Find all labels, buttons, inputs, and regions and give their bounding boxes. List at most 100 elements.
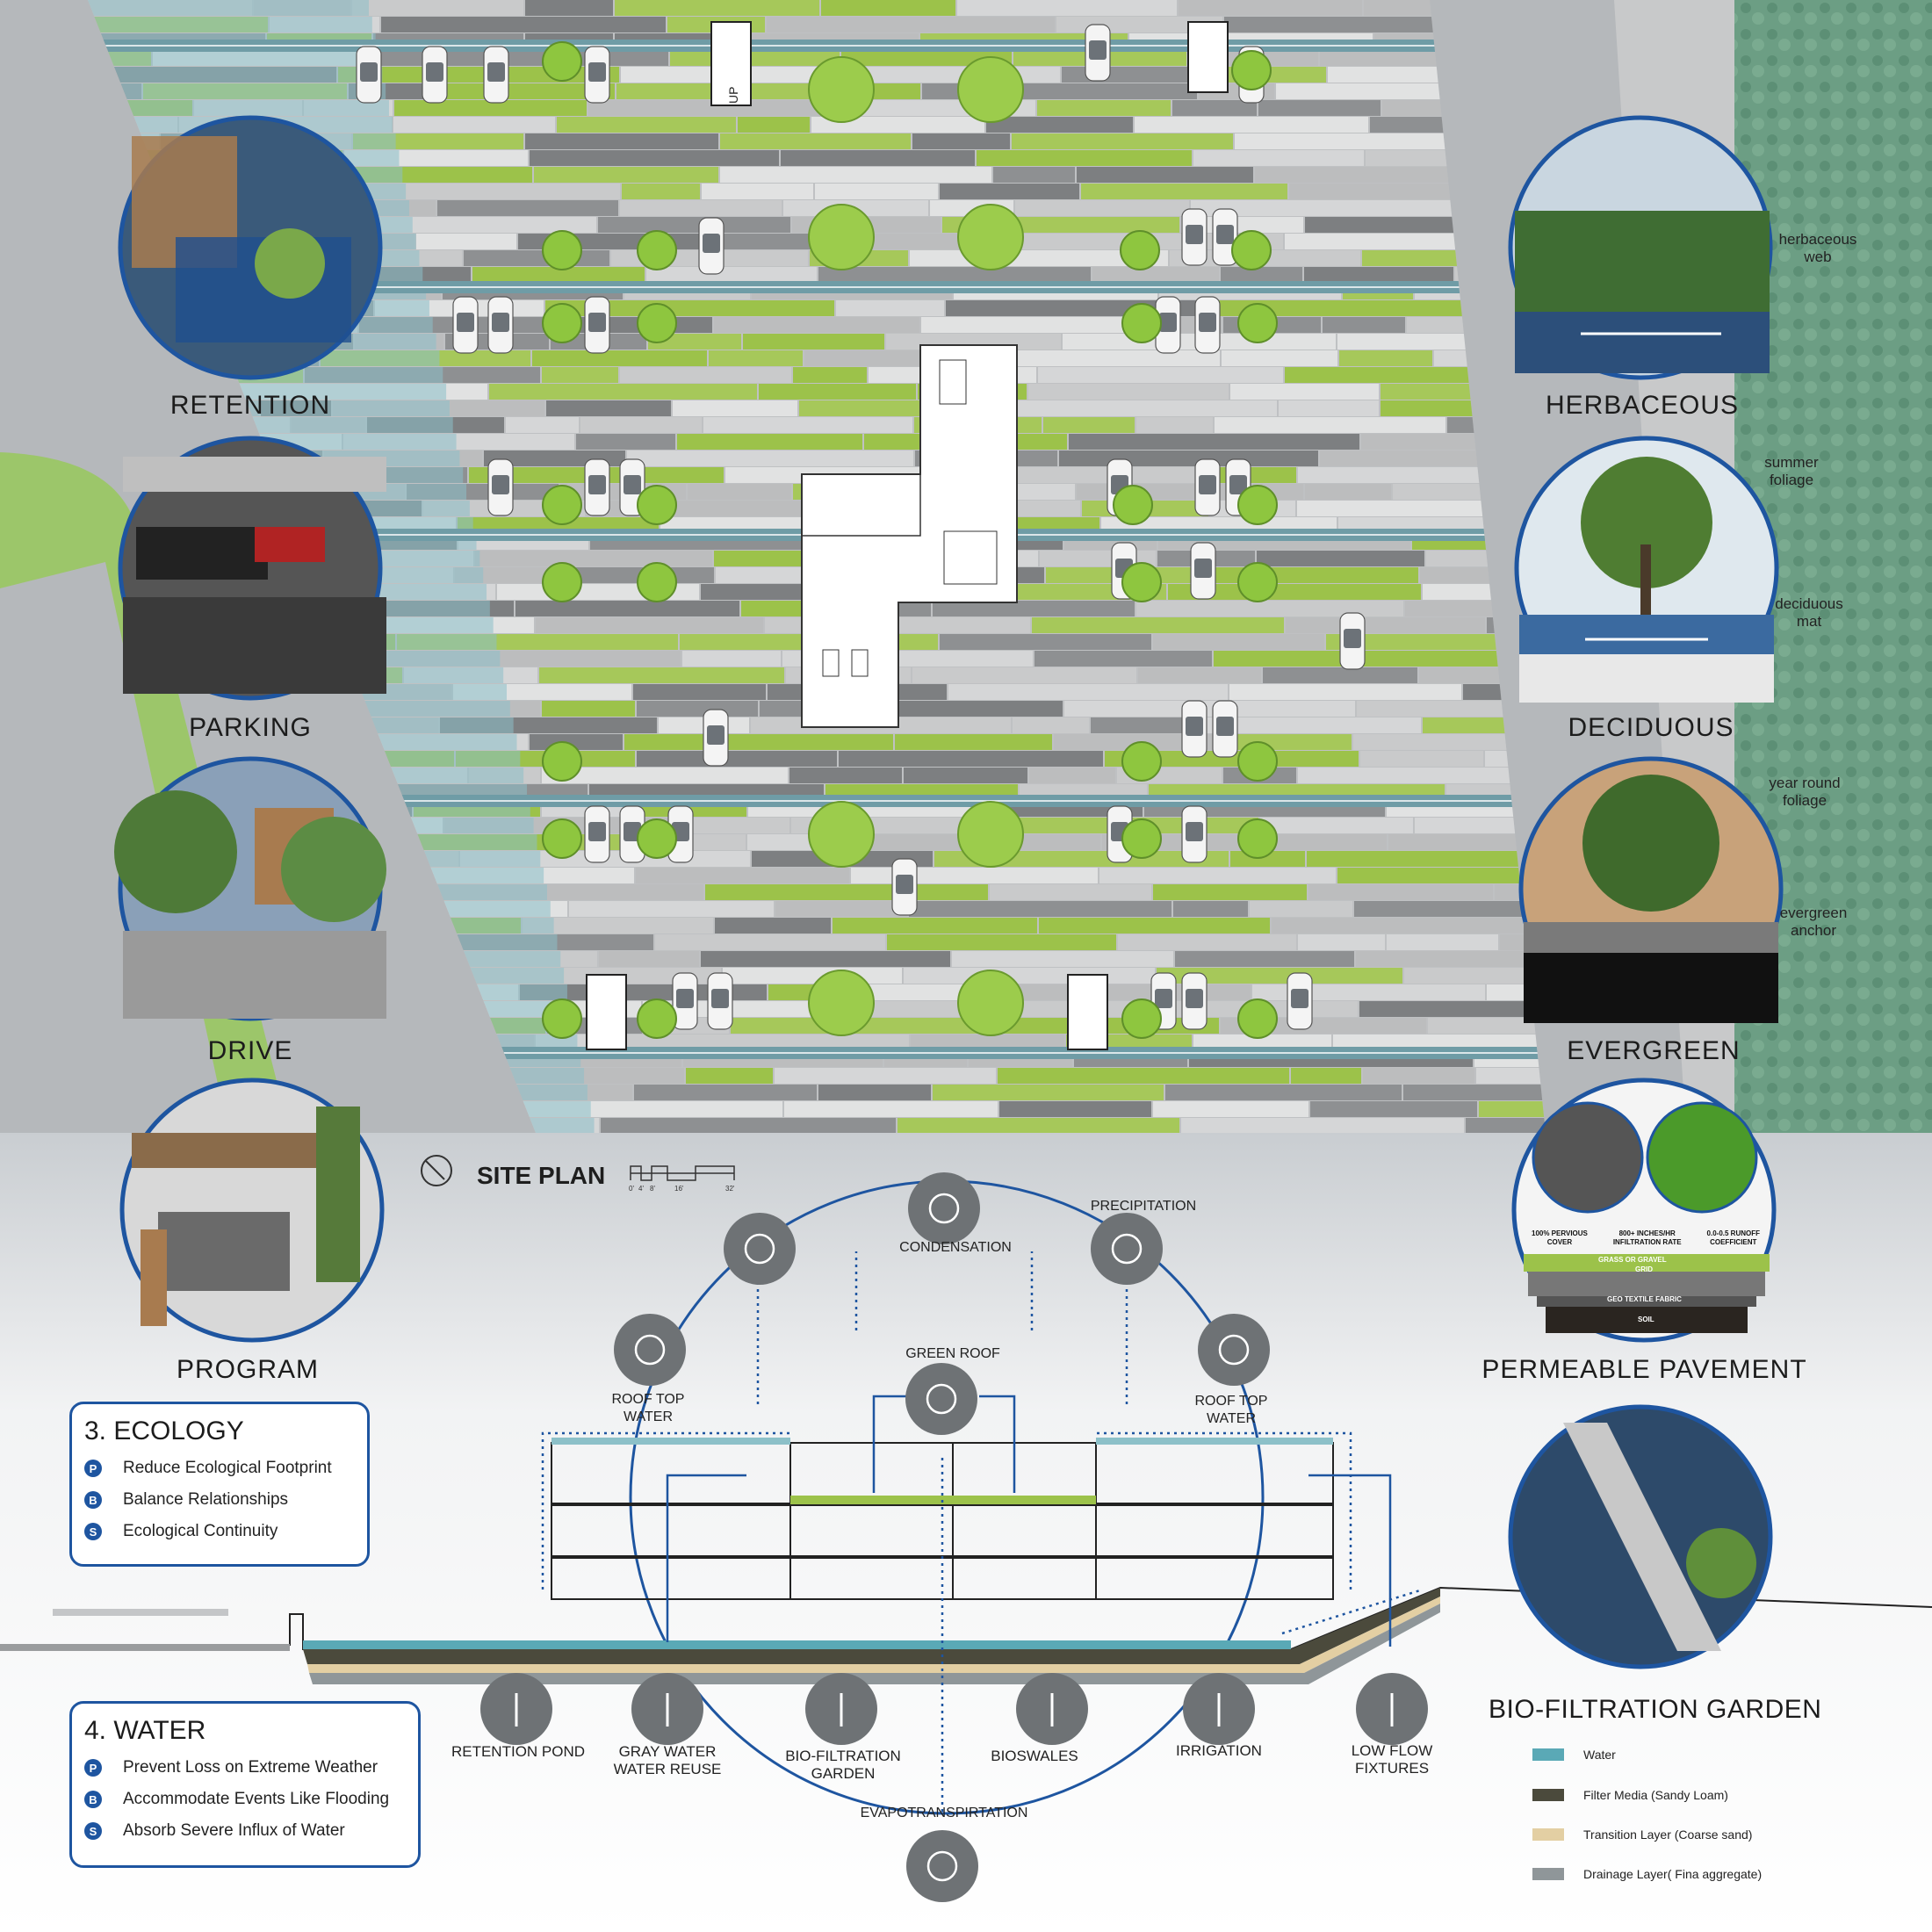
- paving-strip: [1028, 384, 1229, 400]
- paving-strip: [1029, 768, 1115, 783]
- paving-strip: [933, 1085, 1164, 1100]
- green-roof-icon-glyph: [926, 1383, 957, 1415]
- paving-strip: [515, 601, 739, 616]
- paving-strip: [580, 417, 702, 433]
- bottom-label-6b: FIXTURES: [1354, 1760, 1430, 1777]
- paving-strip: [620, 200, 782, 216]
- retention-strip: [88, 50, 379, 66]
- paving-strip: [952, 951, 1173, 967]
- paving-strip: [523, 918, 713, 934]
- paving-strip: [633, 684, 766, 700]
- paving-strip: [637, 701, 758, 717]
- paving-strip: [1258, 100, 1381, 116]
- paving-strip: [1360, 751, 1483, 767]
- paving-strip: [394, 100, 587, 116]
- tree: [542, 562, 582, 602]
- scale-label-32: 32': [725, 1185, 735, 1193]
- car-window: [457, 313, 474, 332]
- caption-program: PROGRAM: [176, 1355, 319, 1384]
- paving-strip: [1193, 1034, 1331, 1050]
- bottom-label-bio-filtration: BIO-FILTRATION GARDEN: [764, 1748, 922, 1783]
- paving-strip: [1381, 384, 1471, 400]
- paving-strip: [1272, 918, 1546, 934]
- paving-strip: [988, 467, 1215, 483]
- badge-s-icon: S: [84, 1822, 102, 1840]
- ecology-item-3-text: Ecological Continuity: [123, 1522, 278, 1540]
- paving-strip: [714, 551, 814, 566]
- water-title: 4. WATER: [84, 1716, 206, 1745]
- paving-strip: [743, 334, 884, 350]
- car-window: [487, 62, 505, 82]
- bottom-label-3a: BIO-FILTRATION: [785, 1748, 901, 1764]
- bottom-label-3b: GARDEN: [811, 1765, 876, 1782]
- paving-strip: [1059, 451, 1318, 466]
- car-window: [492, 313, 509, 332]
- car-window: [1194, 559, 1212, 578]
- car-window: [588, 822, 606, 841]
- caption-parking: PARKING: [189, 713, 312, 742]
- retention-strip: [88, 17, 372, 32]
- tree: [1121, 562, 1162, 602]
- badge-p-icon: P: [84, 1460, 102, 1477]
- car-window: [1159, 313, 1177, 332]
- paving-strip: [723, 968, 902, 984]
- paving-strip: [1099, 868, 1336, 883]
- paving-strip: [720, 167, 991, 183]
- badge-s-icon: S: [84, 1523, 102, 1540]
- evergreen-label-1: year round foliage: [1752, 775, 1857, 810]
- paving-strip: [1263, 667, 1417, 683]
- paving-strip: [1215, 417, 1445, 433]
- paving-strip: [655, 934, 885, 950]
- paving-strip: [624, 734, 893, 750]
- herbaceous-label-2: web: [1804, 249, 1832, 265]
- cycle-icons: [614, 1172, 1270, 1902]
- paving-strip: [636, 868, 849, 883]
- paving-strip: [1404, 968, 1546, 984]
- large-tree: [957, 970, 1024, 1036]
- legend-filter-media: Filter Media (Sandy Loam): [1532, 1788, 1728, 1802]
- paving-strip: [506, 417, 579, 433]
- scale-label-16: 16': [674, 1185, 684, 1193]
- tree: [637, 485, 677, 525]
- tree: [637, 303, 677, 343]
- label-roof-top-left-1: ROOF TOP: [612, 1392, 685, 1407]
- paving-strip: [464, 250, 609, 266]
- paving-strip: [393, 117, 555, 133]
- paving-strip: [912, 667, 1136, 683]
- evergreen-anchor-label-2: anchor: [1791, 922, 1836, 939]
- legend-drainage-swatch: [1532, 1868, 1564, 1880]
- paving-strip: [1136, 601, 1403, 616]
- solid-flow-arrows: [666, 1395, 1392, 1647]
- tree: [1231, 50, 1272, 90]
- car-window: [1186, 717, 1203, 736]
- deciduous-label-1: summer foliage: [1739, 454, 1844, 489]
- paving-strip: [1339, 350, 1432, 366]
- paving-strip: [686, 1068, 773, 1084]
- tree: [1237, 562, 1278, 602]
- label-roof-top-right-1: ROOF TOP: [1195, 1394, 1268, 1409]
- paving-strip: [789, 768, 902, 783]
- paving-strip: [1081, 184, 1287, 199]
- paving-strip: [545, 300, 834, 316]
- caption-permeable-pavement: PERMEABLE PAVEMENT: [1481, 1355, 1807, 1384]
- paving-strip: [569, 901, 774, 917]
- paving-strip: [1393, 484, 1484, 500]
- paving-strip: [1001, 1018, 1077, 1034]
- legend-water-label: Water: [1583, 1748, 1616, 1762]
- tree: [1237, 741, 1278, 782]
- badge-b-icon: B: [84, 1791, 102, 1808]
- paving-strip: [909, 901, 1171, 917]
- pavement-stat-1-b: COVER: [1546, 1238, 1573, 1246]
- paving-strip: [1138, 667, 1261, 683]
- deciduous-mat-label-2: mat: [1796, 613, 1822, 630]
- paving-strip: [1105, 751, 1359, 767]
- paving-strip: [1286, 617, 1485, 633]
- paving-strip: [1337, 868, 1546, 883]
- paving-strip: [1229, 684, 1461, 700]
- pavement-stat-2-b: INFILTRATION RATE: [1612, 1238, 1682, 1246]
- tree: [1120, 230, 1160, 270]
- paving-strip: [948, 684, 1228, 700]
